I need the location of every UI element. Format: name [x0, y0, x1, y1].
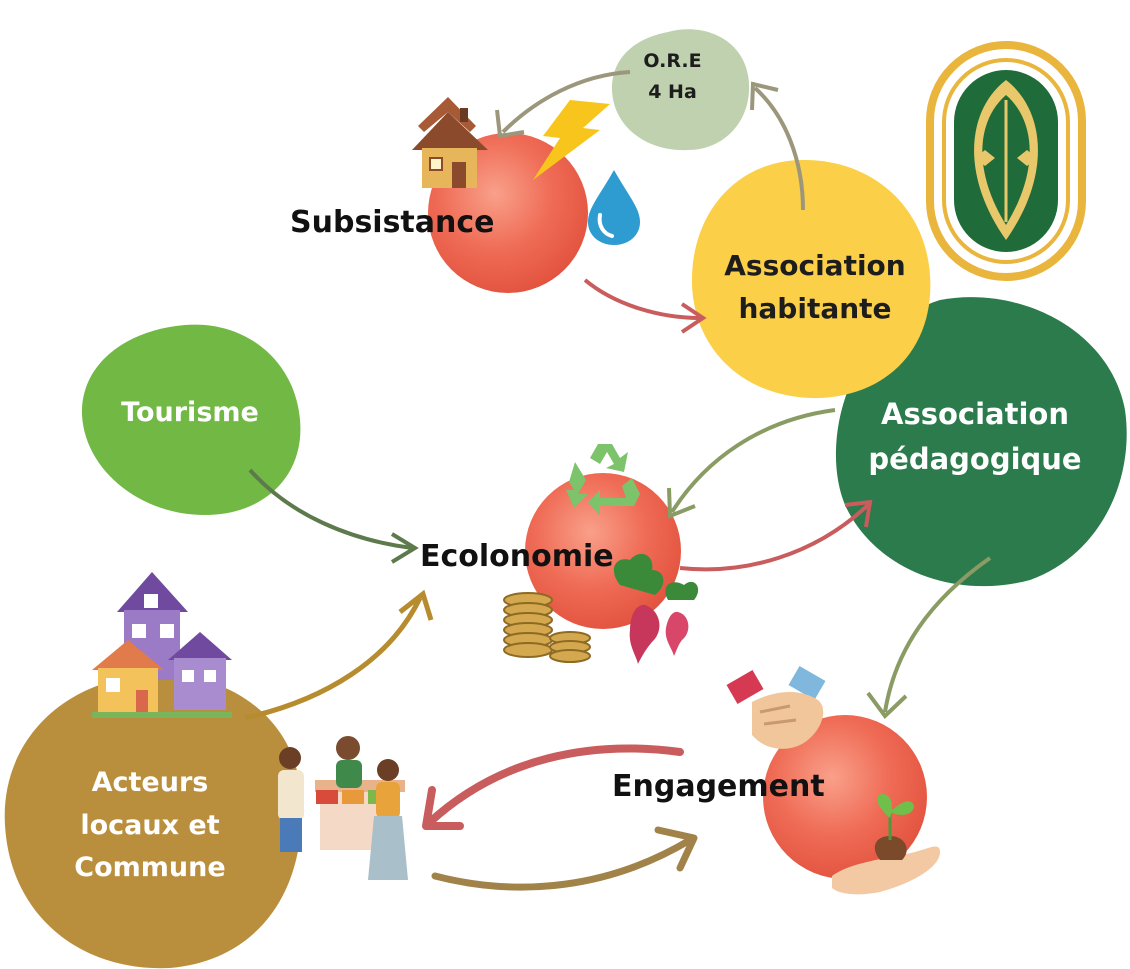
- arrowhead-engagement-to-acteurs: [422, 786, 464, 830]
- houses-icon: [92, 572, 232, 718]
- engagement-label: Engagement: [612, 769, 825, 804]
- leaf-emblem-logo: [926, 41, 1086, 281]
- coins-icon: [503, 592, 591, 663]
- market-people-illustration: [278, 736, 408, 880]
- association-pedagogique-line1: Association: [881, 397, 1069, 431]
- arrow-tourisme-to-ecolonomie: [248, 468, 413, 550]
- acteurs-line3: Commune: [74, 852, 226, 884]
- arrowhead-subsistance-to-habitante: [680, 302, 707, 334]
- arrowhead-habitante-to-ore: [750, 81, 779, 111]
- association-habitante-blob: [691, 159, 931, 399]
- acteurs-label: Acteurs locaux et Commune: [35, 762, 265, 890]
- arrowhead-acteurs-to-ecolonomie: [398, 589, 434, 621]
- association-habitante-label: Association habitante: [700, 244, 930, 331]
- acteurs-line1: Acteurs: [91, 767, 209, 798]
- association-habitante-line1: Association: [724, 249, 906, 282]
- ore-label: O.R.E 4 Ha: [615, 46, 730, 109]
- arrow-ore-to-subsistance: [501, 70, 631, 134]
- acteurs-line2: locaux et: [80, 809, 220, 841]
- radish-icon: [613, 553, 699, 664]
- arrowhead-pedagogique-to-ecolonomie: [667, 487, 696, 519]
- association-pedagogique-blob: [835, 297, 1127, 587]
- arrowhead-tourisme-to-ecolonomie: [390, 532, 419, 564]
- ore-label-line1: O.R.E: [643, 50, 702, 72]
- arrowhead-acteurs-to-engagement: [654, 826, 698, 872]
- arrow-acteurs-to-engagement: [431, 836, 694, 891]
- house-icon: [412, 97, 488, 188]
- ore-label-line2: 4 Ha: [648, 81, 697, 104]
- association-habitante-line2: habitante: [738, 292, 892, 326]
- tourisme-label: Tourisme: [121, 397, 259, 428]
- plant-in-hand-icon: [832, 794, 940, 895]
- ecolonomie-label: Ecolonomie: [420, 539, 614, 574]
- arrowhead-pedagogique-to-engagement: [866, 691, 908, 720]
- tourisme-blob: [81, 324, 301, 515]
- water-drop-icon: [588, 170, 640, 245]
- arrow-habitante-to-ore: [753, 86, 805, 211]
- lightning-icon: [533, 100, 610, 180]
- recycle-icon: [566, 444, 640, 516]
- arrowhead-ecolonomie-to-pedagogique: [844, 499, 873, 528]
- subsistance-label: Subsistance: [290, 205, 495, 240]
- arrowhead-ore-to-subsistance: [495, 109, 525, 139]
- arrow-engagement-to-acteurs: [426, 744, 684, 826]
- arrow-ecolonomie-to-pedagogique: [679, 503, 870, 572]
- handshake-icon: [726, 665, 826, 749]
- arrow-pedagogique-to-engagement: [883, 556, 992, 713]
- arrow-pedagogique-to-ecolonomie: [670, 408, 836, 514]
- association-pedagogique-label: Association pédagogique: [840, 392, 1110, 482]
- association-pedagogique-line2: pédagogique: [868, 441, 1082, 476]
- arrow-acteurs-to-ecolonomie: [244, 596, 423, 721]
- arrow-subsistance-to-habitante: [583, 278, 701, 320]
- acteurs-blob: [4, 674, 302, 969]
- ore-blob: [612, 29, 750, 151]
